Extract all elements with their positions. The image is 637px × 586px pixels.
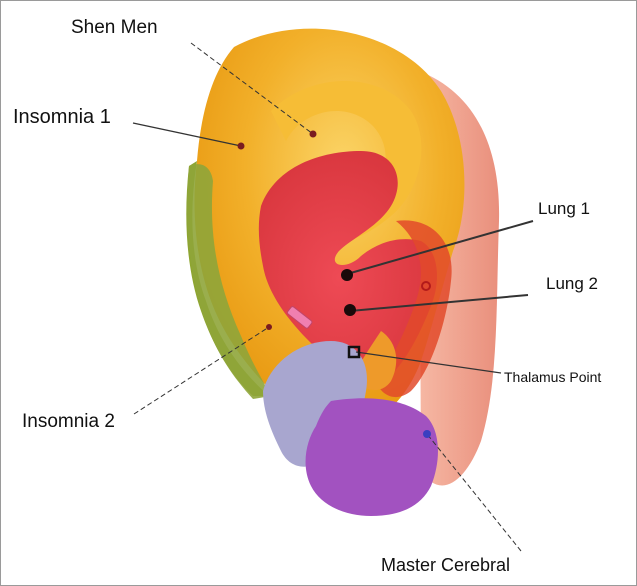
line-insomnia-1 — [132, 122, 242, 147]
point-shen-men — [309, 130, 317, 138]
line-thalamus — [355, 351, 502, 374]
lobe-purple — [305, 398, 438, 516]
point-lung-2 — [344, 304, 356, 316]
point-lung-1 — [341, 269, 353, 281]
line-master-cerebral — [426, 433, 522, 552]
label-shen-men: Shen Men — [71, 17, 158, 38]
label-lung-2: Lung 2 — [546, 274, 598, 293]
label-insomnia-2: Insomnia 2 — [22, 411, 115, 432]
line-shen-men — [190, 42, 314, 135]
line-lung-1 — [346, 220, 534, 275]
line-lung-2 — [349, 294, 529, 312]
point-insomnia-1 — [237, 142, 245, 150]
point-insomnia-2 — [266, 324, 272, 330]
point-master-cerebral — [423, 430, 431, 438]
label-lung-1: Lung 1 — [538, 199, 590, 218]
red-ring-marker — [421, 281, 431, 291]
label-insomnia-1: Insomnia 1 — [13, 106, 111, 128]
label-master-cerebral: Master Cerebral — [381, 555, 511, 575]
label-thalamus-point: Thalamus Point — [504, 369, 602, 385]
leader-lines — [132, 42, 534, 552]
line-insomnia-2 — [133, 326, 270, 415]
pink-marker — [286, 306, 313, 329]
point-thalamus — [347, 345, 361, 359]
helix-green-rim-lower — [187, 164, 271, 399]
